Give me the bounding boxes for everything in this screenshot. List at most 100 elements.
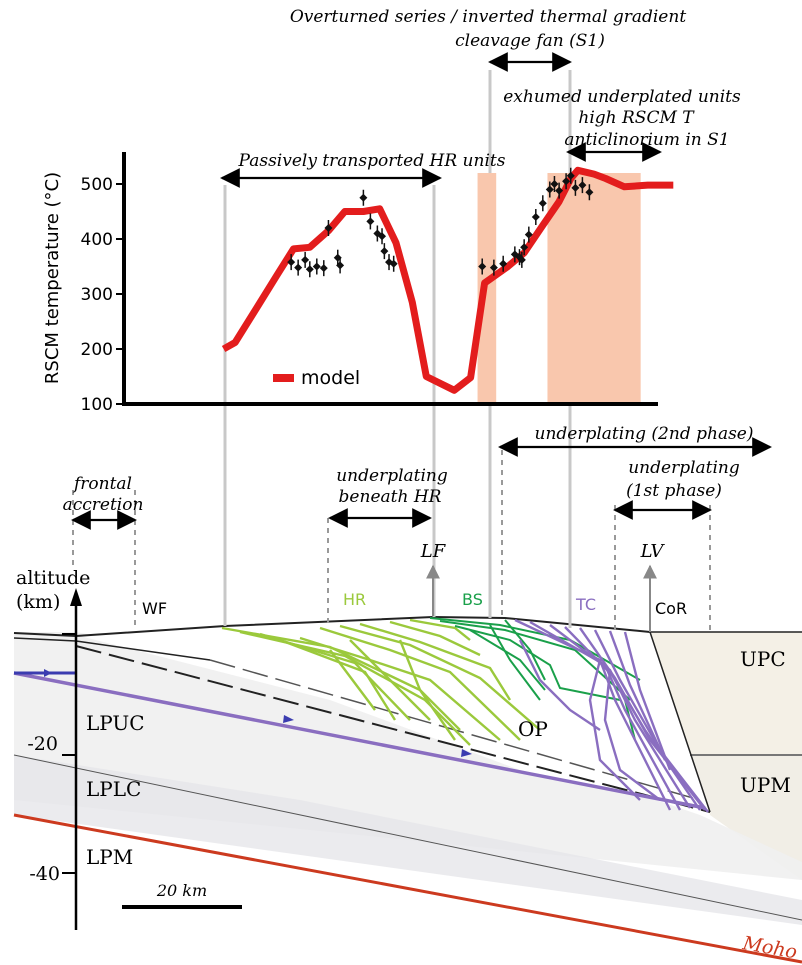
rscm-data-point — [359, 189, 368, 206]
lpuc-label: LPUC — [86, 711, 145, 735]
rscm-data-point — [531, 209, 540, 225]
bs-flowlines — [429, 617, 641, 741]
fault-arrows — [426, 564, 657, 632]
header-line2: cleavage fan (S1) — [455, 31, 605, 51]
tick-m20-label: -20 — [27, 733, 58, 755]
passive-label: Passively transported HR units — [238, 151, 506, 171]
data-marker — [294, 263, 303, 272]
altitude-label1: altitude — [16, 567, 90, 589]
rscm-data-point — [373, 225, 382, 242]
upm-label: UPM — [740, 773, 791, 797]
hr-flowlines — [221, 618, 541, 746]
lf-label: LF — [420, 541, 447, 562]
rscm-data-point — [520, 239, 529, 256]
data-marker — [312, 262, 321, 271]
data-marker — [555, 186, 564, 195]
rscm-data-point — [585, 184, 594, 201]
rscm-data-point — [478, 258, 487, 275]
header-line1: Overturned series / inverted thermal gra… — [290, 7, 686, 27]
data-marker — [531, 213, 540, 221]
rscm-data-point — [571, 179, 580, 196]
rscm-data-points — [287, 167, 594, 278]
y-tick-label: 400 — [81, 230, 113, 250]
subduction-flowline — [13, 671, 706, 810]
chart-axes — [122, 152, 658, 406]
rscm-data-point — [562, 173, 571, 190]
rscm-data-point — [301, 251, 310, 268]
upper-plate-mantle — [690, 755, 802, 880]
y-tick-label: 500 — [81, 175, 113, 195]
flow-arrow-icon — [461, 749, 472, 757]
upper-plate-crust — [645, 632, 802, 755]
rscm-data-point — [499, 255, 508, 272]
flow-arrow-icon — [44, 669, 52, 677]
scale-label: 20 km — [156, 881, 207, 900]
data-marker — [378, 232, 387, 241]
data-marker — [524, 230, 533, 239]
data-marker — [545, 185, 554, 194]
rscm-data-point — [366, 213, 375, 230]
rscm-data-point — [287, 254, 296, 271]
lv-label: LV — [640, 541, 666, 562]
lplc-label: LPLC — [86, 777, 141, 801]
moho-line — [13, 813, 802, 964]
annotations: Overturned series / inverted thermal gra… — [16, 7, 799, 963]
beneath-hr-label1: underplating — [336, 466, 448, 486]
wf-label: WF — [142, 599, 167, 618]
bs-label: BS — [462, 590, 483, 609]
y-axis-label: RSCM temperature (°C) — [42, 172, 63, 384]
data-marker — [520, 243, 529, 252]
rscm-data-point — [380, 243, 389, 260]
exhumed-line2: high RSCM T — [578, 108, 695, 128]
data-marker — [319, 264, 328, 273]
data-marker — [562, 177, 571, 186]
model-line — [221, 166, 674, 394]
data-marker — [538, 199, 547, 208]
data-marker — [287, 258, 296, 267]
op-label: OP — [518, 717, 548, 741]
rscm-data-point — [312, 258, 321, 275]
data-marker — [571, 183, 580, 192]
rscm-data-point — [389, 255, 398, 272]
tick-m40-label: -40 — [29, 863, 60, 885]
frontal-label2: accretion — [63, 495, 144, 515]
y-tick-label: 300 — [81, 285, 113, 305]
shaded-range-1 — [547, 173, 641, 404]
rscm-data-point — [524, 226, 533, 243]
data-marker — [389, 259, 398, 268]
rscm-data-point — [538, 195, 547, 212]
data-marker — [366, 217, 375, 226]
range-arrows — [71, 52, 772, 530]
data-marker — [578, 181, 587, 190]
rscm-data-point — [517, 251, 526, 268]
hr-label: HR — [343, 590, 366, 609]
plate-contact — [649, 631, 711, 813]
flow-arrow-icon — [283, 715, 294, 723]
rscm-data-point — [566, 167, 575, 184]
lower-plate-lower-crust — [14, 755, 802, 925]
data-marker — [566, 171, 575, 180]
orogenic-wedge — [76, 617, 710, 812]
rscm-data-point — [319, 260, 328, 277]
data-marker — [301, 255, 310, 264]
data-marker — [517, 255, 526, 264]
rscm-data-point — [545, 181, 554, 198]
data-marker — [324, 224, 333, 232]
lpm-label: LPM — [86, 845, 133, 869]
cross-section — [13, 588, 802, 964]
topography-inner — [13, 637, 77, 642]
moho-label: Moho — [740, 932, 799, 963]
data-marker — [380, 247, 389, 256]
rscm-data-point — [578, 177, 587, 194]
data-marker — [499, 259, 508, 268]
underplating-2nd-label: underplating (2nd phase) — [535, 424, 754, 444]
frontal-label1: frontal — [72, 474, 132, 494]
rscm-data-point — [305, 261, 314, 278]
rscm-data-point — [378, 228, 387, 245]
underplating-1st-label2: (1st phase) — [626, 481, 722, 501]
exhumed-line3: anticlinorium in S1 — [564, 130, 729, 150]
basal-thrust-dashed-a — [75, 645, 711, 813]
basal-thrust-solid-a — [75, 640, 211, 661]
data-marker — [359, 193, 368, 202]
